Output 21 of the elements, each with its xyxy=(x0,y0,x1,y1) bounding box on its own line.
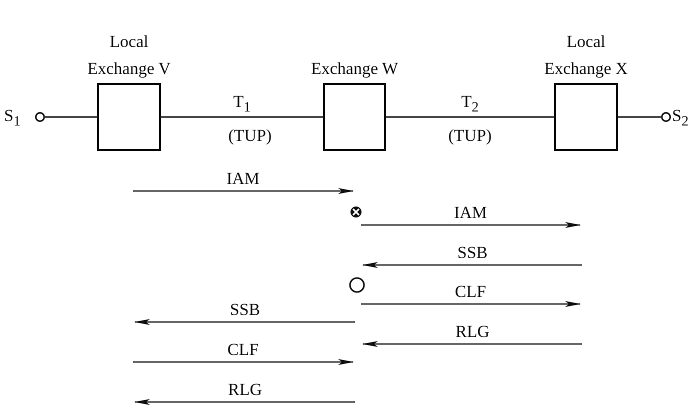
protocol-label: (TUP) xyxy=(227,126,273,146)
message-label: CLF xyxy=(226,340,260,360)
message-label: SSB xyxy=(456,243,489,263)
exchange-name: Local Exchange X xyxy=(543,31,629,80)
exchange-name: Exchange W xyxy=(310,58,399,80)
exchange-name: Local Exchange V xyxy=(86,31,172,80)
subscriber-label: S$_{2}$ xyxy=(672,105,689,132)
message-label: IAM xyxy=(225,169,261,189)
trunk-line xyxy=(618,116,661,118)
trunk-label: T$_{2}$ xyxy=(460,91,480,118)
trunk-line xyxy=(45,116,97,118)
message-label: RLG xyxy=(227,380,263,400)
trunk-label: T$_{1}$ xyxy=(232,91,252,118)
message-label: IAM xyxy=(452,203,488,223)
trunk-line xyxy=(161,116,323,118)
trunk-line xyxy=(386,116,554,118)
subscriber-label: S$_{1}$ xyxy=(4,105,21,132)
protocol-label: (TUP) xyxy=(447,126,493,146)
message-label: RLG xyxy=(454,322,490,342)
message-label: CLF xyxy=(454,282,488,302)
message-label: SSB xyxy=(228,300,262,320)
